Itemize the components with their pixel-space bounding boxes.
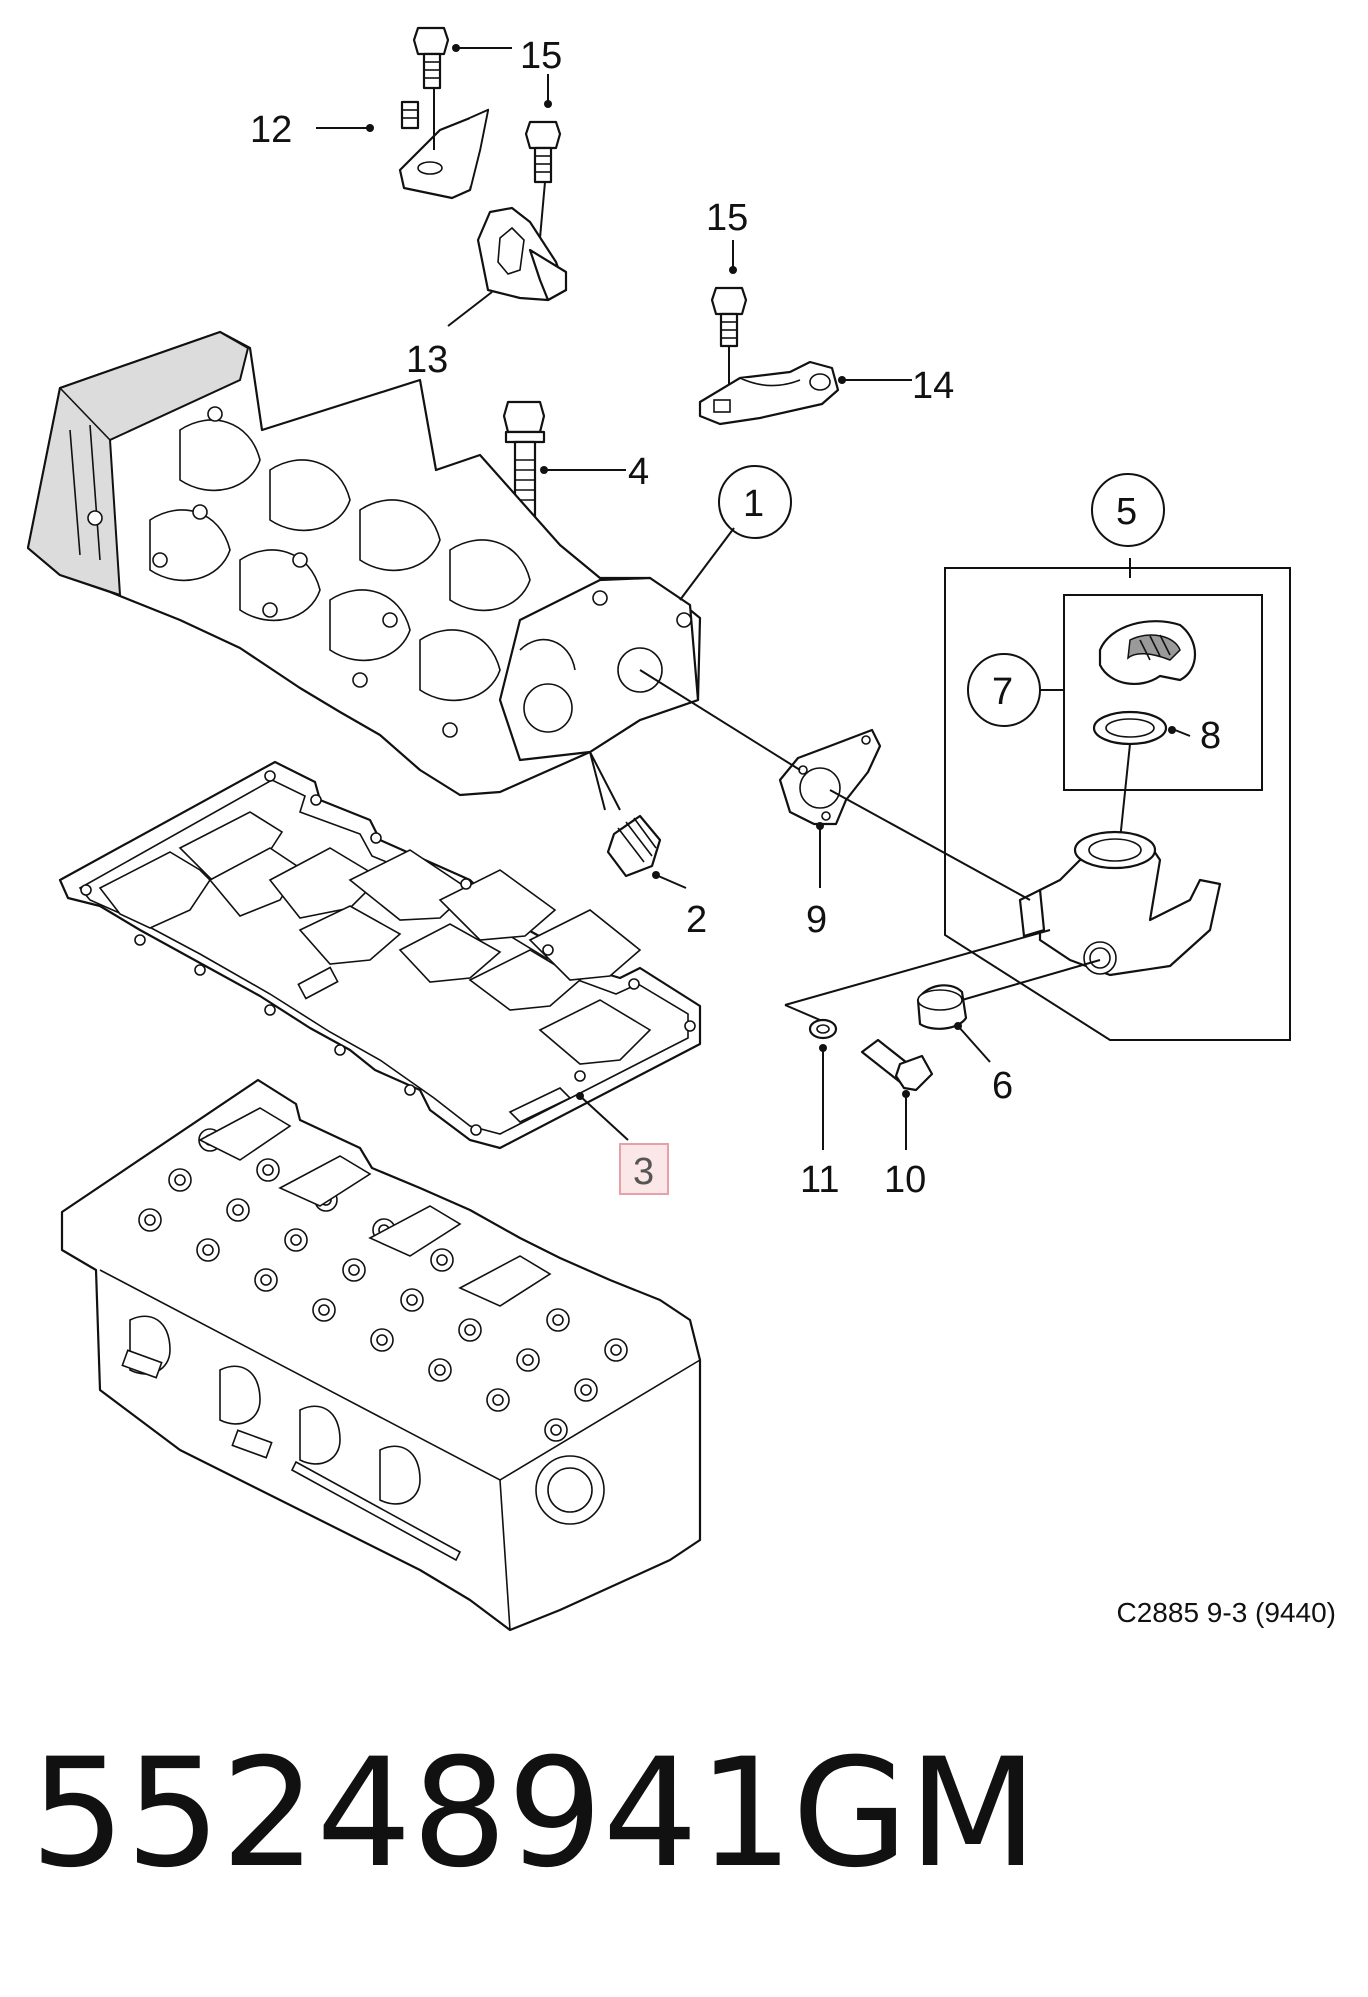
cam-cover-gasket-part-3 bbox=[58, 760, 702, 1150]
valve-stem-15 bbox=[522, 1354, 534, 1366]
valve-stem-21 bbox=[436, 1254, 448, 1266]
brand-name: GM bbox=[792, 1727, 1038, 1901]
gasket-part-9 bbox=[778, 728, 882, 826]
callout-12: 12 bbox=[250, 109, 292, 151]
bracket-part-12 bbox=[398, 100, 490, 200]
callout-1: 1 bbox=[743, 483, 764, 525]
valve-stem-1 bbox=[144, 1214, 156, 1226]
callout-13: 13 bbox=[406, 339, 448, 381]
callout-14: 14 bbox=[912, 365, 954, 407]
bolt-part-10 bbox=[860, 1038, 934, 1092]
callout-7: 7 bbox=[992, 671, 1013, 713]
valve-stem-13 bbox=[406, 1294, 418, 1306]
callout-5: 5 bbox=[1116, 491, 1137, 533]
cylinder-head bbox=[60, 1078, 702, 1632]
bolt-part-15-right bbox=[710, 286, 748, 400]
callout-6: 6 bbox=[992, 1065, 1013, 1107]
bolt-part-15-top bbox=[412, 26, 450, 150]
valve-stem-4 bbox=[318, 1304, 330, 1316]
valve-stem-16 bbox=[580, 1384, 592, 1396]
bracket-part-14 bbox=[698, 360, 840, 426]
callout-15-top: 15 bbox=[520, 35, 562, 77]
valve-stem-11 bbox=[290, 1234, 302, 1246]
callout-7-circle bbox=[967, 653, 1041, 727]
oil-filler-assembly-box-part-5 bbox=[944, 558, 1291, 1041]
callout-1-circle bbox=[718, 465, 792, 539]
part-number: 55248941 bbox=[30, 1727, 793, 1901]
washer-part-11 bbox=[808, 1018, 838, 1040]
diagram-reference-code: C2885 9-3 (9440) bbox=[1117, 1597, 1336, 1628]
valve-stem-23 bbox=[552, 1314, 564, 1326]
dowel-part-2 bbox=[589, 751, 662, 878]
lifting-eye-part-13 bbox=[476, 206, 568, 302]
plug-part-6 bbox=[916, 959, 1101, 1030]
callout-labels: 15 12 15 13 14 4 1 5 7 8 2 9 6 3 11 10 bbox=[250, 35, 1221, 1201]
callout-2: 2 bbox=[686, 899, 707, 941]
valve-stem-9 bbox=[174, 1174, 186, 1186]
leader-lines bbox=[316, 44, 1191, 1150]
callout-5-circle bbox=[1091, 473, 1165, 547]
valve-stem-8 bbox=[550, 1424, 562, 1436]
valve-stem-2 bbox=[202, 1244, 214, 1256]
callout-3: 3 bbox=[633, 1151, 654, 1193]
valve-stem-14 bbox=[464, 1324, 476, 1336]
bolt-part-4 bbox=[502, 400, 546, 520]
callout-9: 9 bbox=[806, 899, 827, 941]
bolt-part-15-middle bbox=[524, 120, 562, 239]
callout-8: 8 bbox=[1200, 715, 1221, 757]
valve-stem-6 bbox=[434, 1364, 446, 1376]
valve-stem-24 bbox=[610, 1344, 622, 1356]
valve-stem-12 bbox=[348, 1264, 360, 1276]
valve-stem-7 bbox=[492, 1394, 504, 1406]
camshaft-housing-part-1 bbox=[26, 330, 702, 797]
valve-stem-3 bbox=[260, 1274, 272, 1286]
valve-stem-10 bbox=[232, 1204, 244, 1216]
valve-stem-5 bbox=[376, 1334, 388, 1346]
callout-3-highlight bbox=[619, 1143, 669, 1195]
callout-10: 10 bbox=[884, 1159, 926, 1201]
callout-4: 4 bbox=[628, 451, 649, 493]
callout-15-right: 15 bbox=[706, 197, 748, 239]
valve-stem-18 bbox=[262, 1164, 274, 1176]
callout-11: 11 bbox=[800, 1159, 839, 1201]
